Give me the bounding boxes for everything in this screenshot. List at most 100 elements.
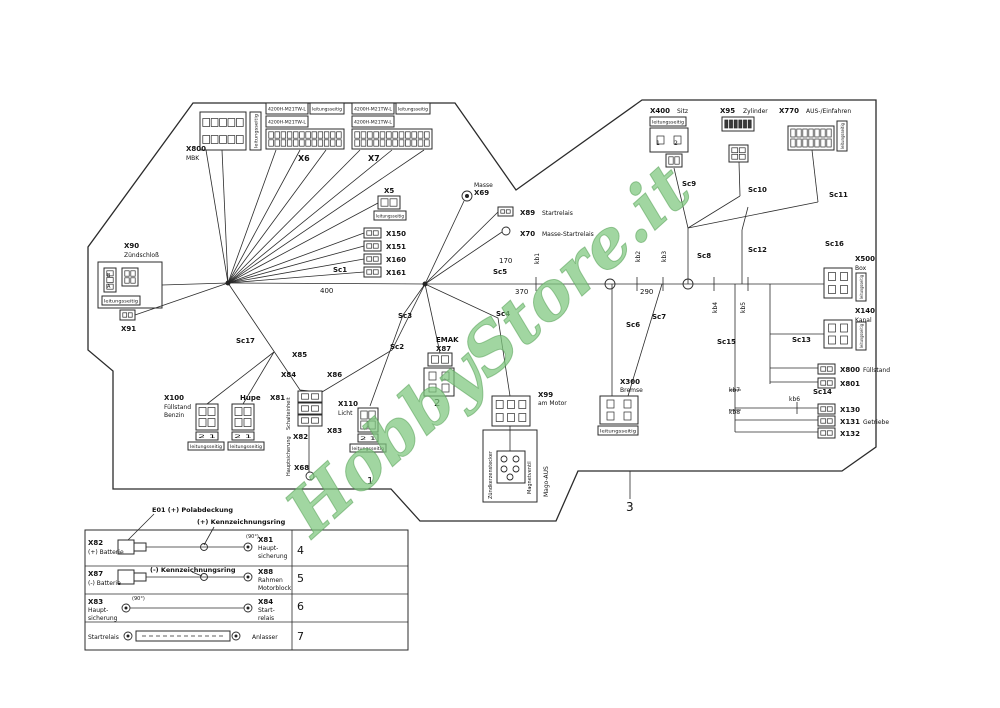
label-leitungsseitig: leitungsseitig [230, 444, 262, 450]
pin [405, 131, 411, 139]
pin [368, 420, 376, 430]
pin [826, 406, 833, 412]
wire [227, 245, 365, 284]
label-bremse: Bremse [620, 387, 643, 394]
pin [840, 323, 848, 333]
pin [234, 407, 243, 416]
label-emak: EMAK [436, 336, 459, 344]
wire [227, 149, 327, 284]
label-3: 3 [626, 500, 634, 514]
pin [367, 131, 373, 139]
label-schalteinheit: Schalteinheit [286, 397, 292, 430]
label-kennzeichnungsring: (+) Kennzeichnungsring [197, 518, 286, 526]
pin [411, 131, 417, 139]
connector-box [497, 206, 514, 217]
pin [820, 406, 827, 412]
connector-box [119, 309, 136, 321]
label-masse-startrelais: Masse-Startrelais [542, 231, 594, 238]
label-z-ndschlo: Zündschloß [124, 252, 159, 259]
label-licht: Licht [338, 410, 353, 417]
labeled-box [349, 443, 387, 453]
node-circle [682, 278, 694, 290]
labeled-box [855, 321, 867, 351]
node-circle [512, 465, 520, 473]
pin [386, 139, 392, 147]
pin [747, 119, 752, 129]
label-aus-einfahren: AUS-/Einfahren [806, 108, 851, 115]
pin [243, 407, 252, 416]
pin [826, 380, 833, 386]
pin [417, 139, 424, 147]
label-am-motor: am Motor [538, 400, 567, 407]
wire [242, 351, 275, 405]
label-x160: X160 [386, 256, 406, 264]
pin [202, 135, 210, 144]
connector-box [649, 127, 689, 153]
node-circle [200, 543, 208, 551]
wire [738, 161, 741, 197]
label-kennzeichnungsring: (-) Kennzeichnungsring [150, 566, 236, 574]
label-x95: X95 [720, 107, 735, 115]
pin [372, 243, 379, 249]
pin [738, 153, 746, 160]
node-circle [243, 603, 253, 613]
pin [360, 410, 368, 420]
node-circle [500, 465, 508, 473]
pin [820, 430, 827, 436]
connector-box [199, 111, 247, 151]
pin [808, 128, 814, 138]
wire [424, 200, 465, 285]
pin [398, 131, 405, 139]
pin [234, 418, 243, 427]
label-kb6: kb6 [789, 396, 800, 403]
label-x300: X300 [620, 378, 640, 386]
wire [424, 231, 503, 285]
pin [826, 366, 833, 372]
pin [808, 138, 814, 148]
label-x89: X89 [520, 209, 535, 217]
label-7: 7 [297, 630, 304, 643]
pin [826, 430, 833, 436]
label-x99: X99 [538, 391, 553, 399]
labeled-box [597, 425, 639, 436]
label-mbk: MBK [186, 155, 200, 162]
pin [210, 135, 219, 144]
node-circle [604, 278, 616, 290]
pin [227, 135, 236, 144]
label-x86: X86 [327, 371, 342, 379]
pin [207, 407, 216, 416]
label-2-1: 2 1 [360, 436, 376, 442]
pin [738, 119, 743, 129]
connector-box [665, 153, 683, 168]
pin [360, 139, 367, 147]
label-sc5: Sc5 [493, 268, 507, 276]
label-x88: X88 [258, 568, 273, 576]
label-startrelais: Startrelais [542, 210, 573, 217]
label-x151: X151 [386, 243, 406, 251]
label-x81: X81 [270, 394, 285, 402]
pin [274, 131, 280, 139]
wire [424, 283, 511, 397]
connector-box [135, 630, 231, 642]
wire [127, 513, 155, 541]
pin [828, 335, 836, 345]
pin [219, 135, 227, 144]
label-4: 4 [297, 544, 304, 557]
connector-box [817, 403, 836, 415]
pin [311, 139, 317, 147]
pin [606, 411, 615, 421]
wire [227, 202, 379, 284]
node-circle [501, 226, 511, 236]
label-kb4: kb4 [712, 302, 719, 313]
pin [305, 131, 311, 139]
pin [268, 139, 274, 147]
pin [389, 198, 398, 207]
pin [826, 128, 832, 138]
pin [668, 156, 674, 165]
pin [198, 407, 207, 416]
pin [323, 131, 330, 139]
connector-box [817, 427, 836, 439]
pin [106, 283, 114, 290]
